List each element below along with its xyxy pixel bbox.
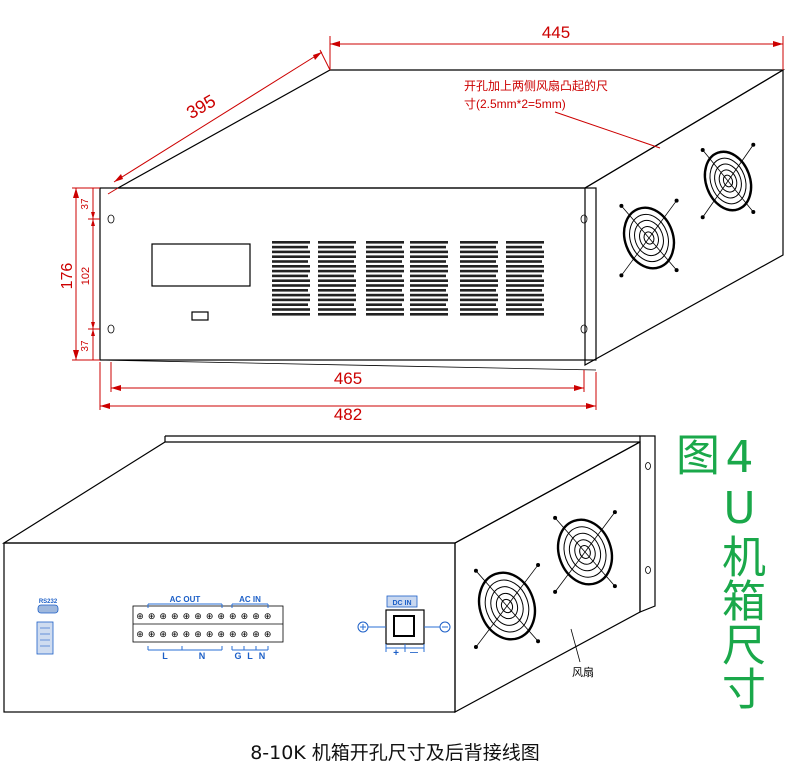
terminal-g-label: G bbox=[234, 651, 241, 661]
svg-text:⊕: ⊕ bbox=[183, 612, 191, 622]
dim-445: 445 bbox=[542, 23, 570, 42]
dim-465: 465 bbox=[334, 369, 362, 388]
terminal-l-label: L bbox=[162, 651, 168, 661]
rear-side-fans bbox=[473, 510, 617, 650]
rs232-label: RS232 bbox=[39, 599, 58, 605]
display-window bbox=[151, 243, 251, 287]
svg-text:⊕: ⊕ bbox=[136, 630, 144, 640]
svg-text:⊕: ⊕ bbox=[252, 630, 260, 640]
dimension-lines bbox=[72, 36, 784, 410]
caption: 8-10K 机箱开孔尺寸及后背接线图 bbox=[250, 742, 540, 764]
svg-text:⊕: ⊕ bbox=[171, 612, 179, 622]
terminal-block: ⊕⊕⊕⊕⊕⊕⊕⊕⊕⊕⊕⊕⊕⊕⊕⊕⊕⊕⊕⊕⊕⊕⊕⊕ bbox=[132, 603, 284, 651]
vent-grilles bbox=[272, 241, 544, 316]
dim-395: 395 bbox=[183, 91, 219, 123]
ac-in-label: AC IN bbox=[239, 595, 261, 604]
terminal-n-label: N bbox=[199, 651, 206, 661]
svg-text:⊕: ⊕ bbox=[194, 612, 202, 622]
fan-icon bbox=[473, 562, 541, 650]
svg-text:⊕: ⊕ bbox=[159, 630, 167, 640]
svg-text:⊕: ⊕ bbox=[264, 612, 272, 622]
dim-37-upper: 37 bbox=[80, 198, 91, 210]
svg-text:⊕: ⊕ bbox=[229, 612, 237, 622]
terminal-n2-label: N bbox=[259, 651, 266, 661]
dim-37-lower: 37 bbox=[80, 340, 91, 352]
svg-text:⊕: ⊕ bbox=[183, 630, 191, 640]
fan-icon bbox=[619, 198, 679, 278]
dc-in-connector bbox=[357, 595, 451, 652]
dc-plus-label: + bbox=[393, 648, 399, 659]
svg-text:⊕: ⊕ bbox=[159, 612, 167, 622]
svg-text:⊕: ⊕ bbox=[241, 630, 249, 640]
svg-text:⊕: ⊕ bbox=[206, 612, 214, 622]
rear-chassis bbox=[1, 435, 656, 714]
svg-text:⊕: ⊕ bbox=[241, 612, 249, 622]
dc-minus-label: — bbox=[410, 648, 418, 657]
dim-102: 102 bbox=[80, 267, 92, 285]
svg-text:⊕: ⊕ bbox=[171, 630, 179, 640]
note-line-2: 寸(2.5mm*2=5mm) bbox=[464, 97, 566, 111]
svg-text:⊕: ⊕ bbox=[148, 612, 156, 622]
side-title: 4U机箱尺寸图 bbox=[668, 432, 765, 710]
svg-text:⊕: ⊕ bbox=[148, 630, 156, 640]
svg-text:⊕: ⊕ bbox=[206, 630, 214, 640]
front-side-fans bbox=[619, 142, 756, 278]
fan-label: 风扇 bbox=[572, 665, 594, 679]
fan-icon bbox=[700, 142, 756, 220]
svg-text:⊕: ⊕ bbox=[217, 630, 225, 640]
dim-482: 482 bbox=[334, 405, 362, 424]
svg-text:⊕: ⊕ bbox=[136, 612, 144, 622]
fan-icon bbox=[553, 510, 617, 594]
svg-text:⊕: ⊕ bbox=[217, 612, 225, 622]
svg-text:⊕: ⊕ bbox=[194, 630, 202, 640]
rs232-port: RS232 bbox=[36, 599, 59, 655]
dc-in-label: DC IN bbox=[392, 600, 411, 607]
svg-text:⊕: ⊕ bbox=[229, 630, 237, 640]
terminal-l2-label: L bbox=[247, 651, 253, 661]
dim-176: 176 bbox=[59, 263, 76, 290]
svg-text:⊕: ⊕ bbox=[252, 612, 260, 622]
svg-text:⊕: ⊕ bbox=[264, 630, 272, 640]
power-switch bbox=[191, 311, 209, 321]
ac-out-label: AC OUT bbox=[170, 595, 201, 604]
note-line-1: 开孔加上两侧风扇凸起的尺 bbox=[464, 78, 608, 93]
front-chassis bbox=[99, 68, 786, 371]
